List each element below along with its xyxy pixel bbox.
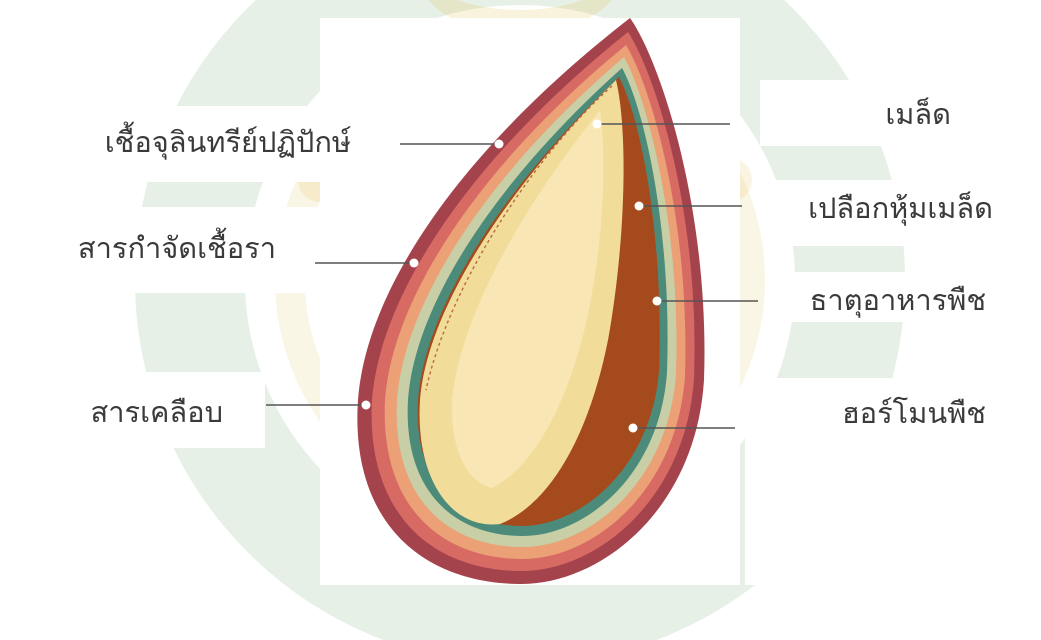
label-fungicide-bio: เชื้อจุลินทรีย์ปฏิปักษ์: [105, 128, 351, 157]
marker-dot: [410, 259, 419, 268]
label-seed: เมล็ด: [885, 100, 951, 129]
label-coating: สารเคลือบ: [91, 398, 223, 427]
label-seed-coat: เปลือกหุ้มเมล็ด: [808, 194, 993, 223]
marker-dot: [362, 401, 371, 410]
marker-dot: [653, 297, 662, 306]
label-hormone: ฮอร์โมนพืช: [842, 399, 986, 428]
marker-dot: [495, 140, 504, 149]
seed-coating-diagram: เชื้อจุลินทรีย์ปฏิปักษ์ สารกำจัดเชื้อรา …: [0, 0, 1041, 585]
seed-layers: [357, 18, 704, 584]
marker-dot: [593, 120, 602, 129]
label-fungicide-chem: สารกำจัดเชื้อรา: [78, 234, 276, 263]
marker-dot: [635, 202, 644, 211]
marker-dot: [629, 424, 638, 433]
label-nutrients: ธาตุอาหารพืช: [810, 286, 986, 315]
